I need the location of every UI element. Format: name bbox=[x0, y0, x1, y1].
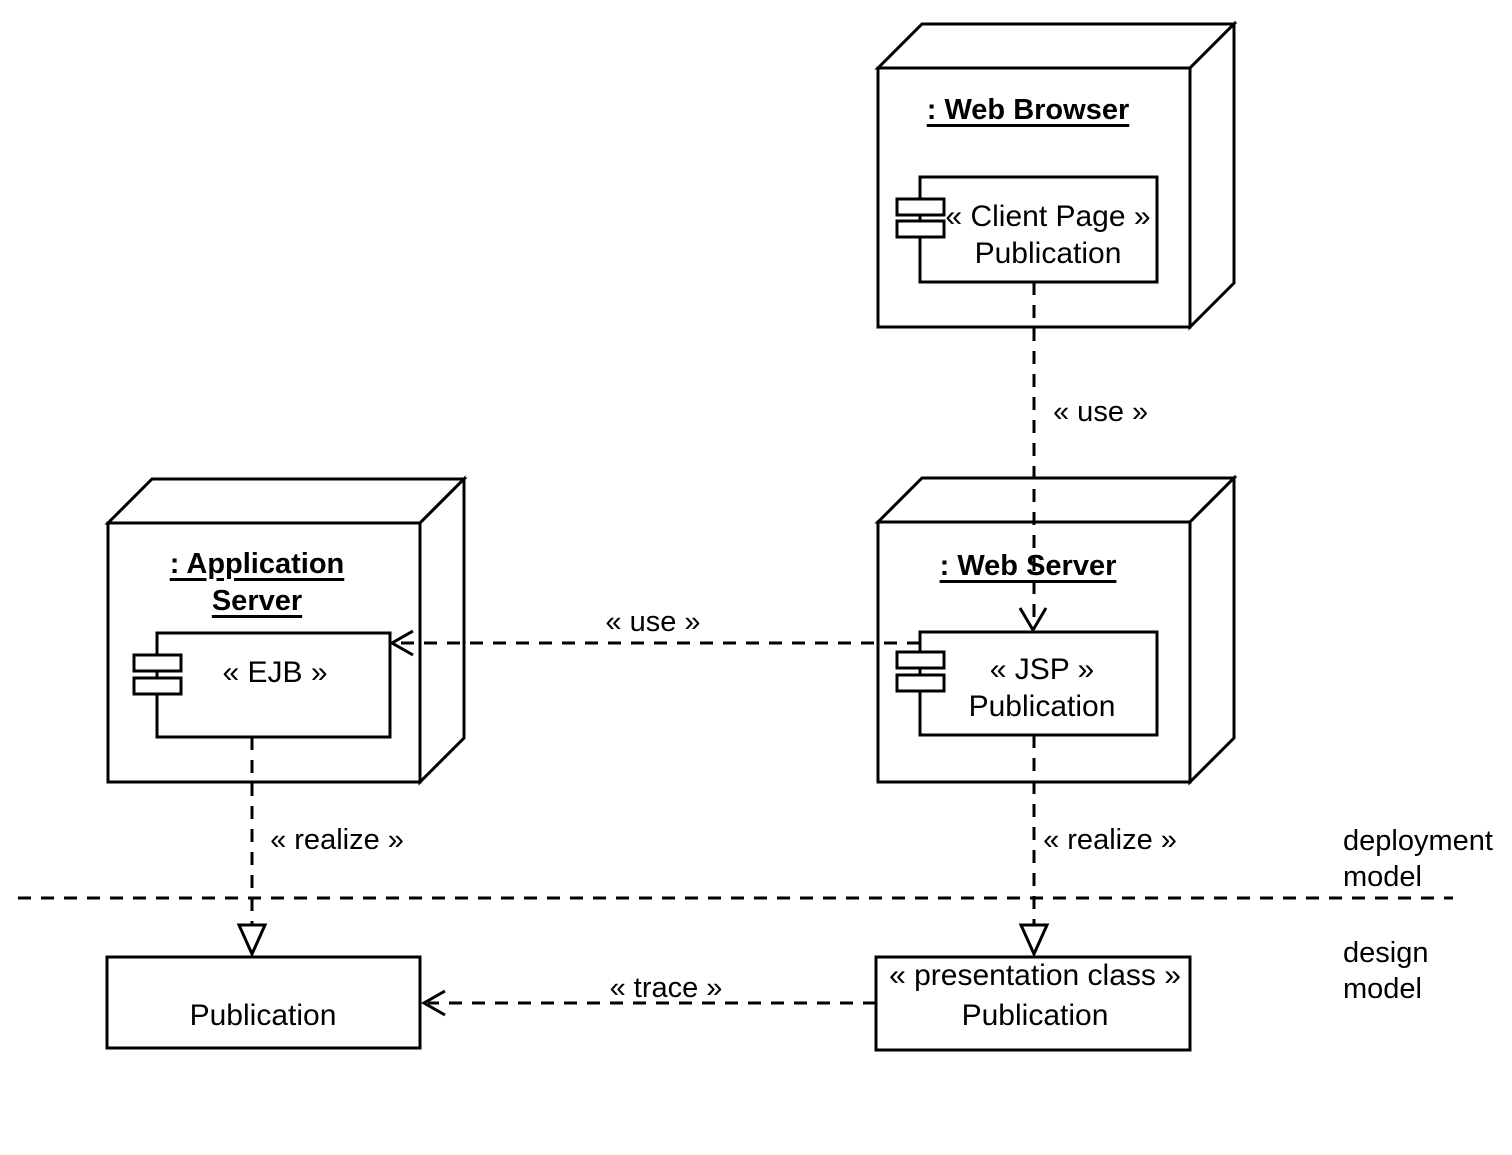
jsp-component bbox=[895, 630, 1159, 737]
hollow-triangle-arrowhead-icon bbox=[1018, 923, 1050, 958]
deployment-model-label: deployment model bbox=[1343, 825, 1493, 893]
realize-label-jsp: « realize » bbox=[1043, 824, 1177, 856]
client-page-name: Publication bbox=[974, 237, 1122, 270]
publication-class-box bbox=[105, 955, 422, 1050]
open-arrowhead-left-icon bbox=[388, 629, 414, 657]
presentation-class-label: « presentation class » Publication bbox=[889, 956, 1181, 1036]
web-server-node-right-face bbox=[1188, 474, 1236, 786]
realize-label-ejb: « realize » bbox=[270, 824, 404, 856]
hollow-triangle-arrowhead-icon bbox=[236, 923, 268, 958]
jsp-stereotype: « JSP » bbox=[989, 653, 1095, 686]
web-browser-node-right-face bbox=[1188, 20, 1236, 331]
ejb-component bbox=[132, 631, 392, 739]
open-arrowhead-down-icon bbox=[1018, 607, 1048, 633]
publication-class-label: Publication bbox=[189, 999, 337, 1032]
client-page-component-label: « Client Page » Publication bbox=[945, 198, 1150, 272]
trace-label: « trace » bbox=[609, 972, 723, 1004]
web-server-node-top-face bbox=[874, 476, 1238, 524]
client-page-component-box bbox=[918, 175, 1159, 284]
jsp-component-box bbox=[918, 630, 1159, 737]
application-server-node-top-face bbox=[104, 477, 468, 525]
web-server-title: : Web Server bbox=[939, 550, 1117, 582]
use-label-jsp-to-ejb: « use » bbox=[605, 606, 701, 638]
web-browser-title: : Web Browser bbox=[926, 94, 1130, 126]
client-page-stereotype: « Client Page » bbox=[945, 200, 1151, 233]
application-server-node-right-face bbox=[418, 475, 466, 786]
open-arrowhead-left-icon bbox=[420, 989, 446, 1017]
design-model-label: design model bbox=[1343, 937, 1429, 1005]
jsp-component-label: « JSP » Publication bbox=[969, 651, 1116, 725]
component-icon bbox=[895, 650, 946, 693]
client-page-component bbox=[895, 175, 1159, 284]
web-browser-node-top-face bbox=[874, 22, 1238, 70]
application-server-title: : Application Server bbox=[169, 548, 345, 617]
presentation-class-stereotype: « presentation class » bbox=[889, 959, 1181, 992]
jsp-name: Publication bbox=[968, 690, 1116, 723]
component-icon bbox=[132, 653, 183, 696]
ejb-component-label: « EJB » bbox=[222, 656, 328, 689]
presentation-class-name: Publication bbox=[961, 999, 1109, 1032]
presentation-class-box bbox=[874, 955, 1192, 1052]
use-label-browser-to-jsp: « use » bbox=[1053, 396, 1149, 428]
component-icon bbox=[895, 197, 946, 239]
ejb-component-box bbox=[155, 631, 392, 739]
